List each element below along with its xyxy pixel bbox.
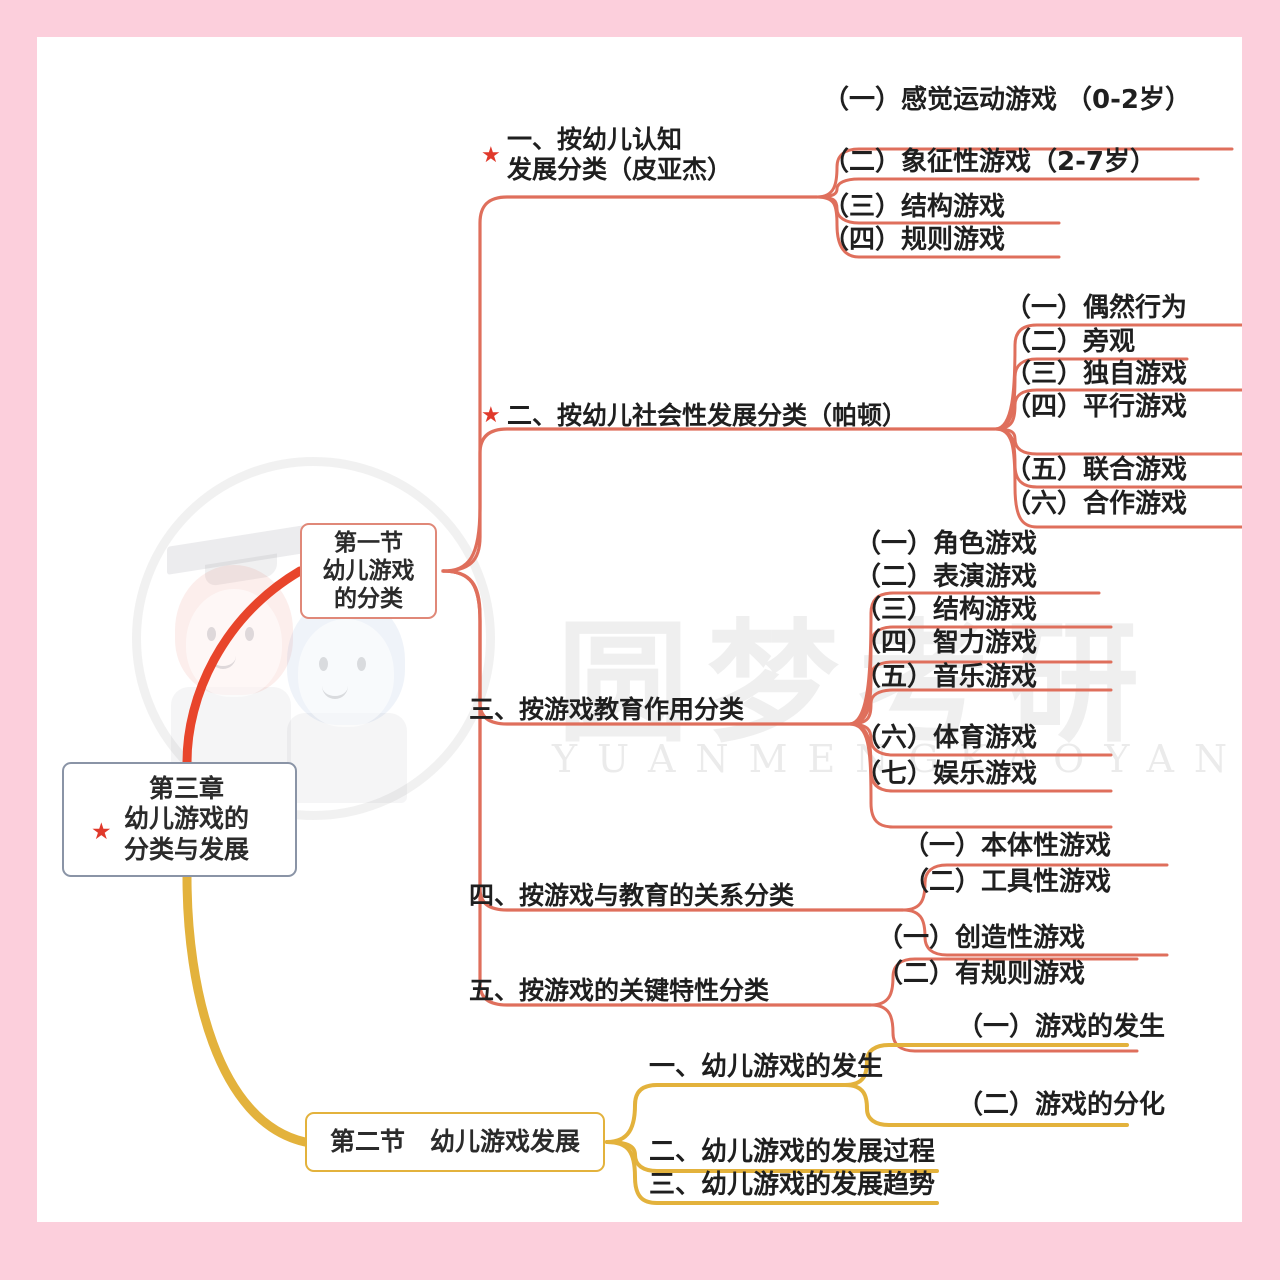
branch-label-s2-2[interactable]: 二、幼儿游戏的发展过程 [649,1137,936,1167]
leaf-label-s2b1-c1[interactable]: （一）游戏的发生 [957,1012,1166,1042]
leaf-label-b3-c3[interactable]: （三）结构游戏 [855,595,1038,625]
branch-label-s2-3[interactable]: 三、幼儿游戏的发展趋势 [649,1170,936,1200]
leaf-label-b1-c4[interactable]: （四）规则游戏 [823,225,1006,255]
section-node-1[interactable]: 第一节 幼儿游戏 的分类 [300,523,437,619]
leaf-label-b2-c6[interactable]: （六）合作游戏 [1005,489,1188,519]
leaf-label-b3-c2[interactable]: （二）表演游戏 [855,562,1038,592]
branch-label-s2-1[interactable]: 一、幼儿游戏的发生 [649,1052,884,1082]
connector-b2-c2 [993,357,1189,431]
branch-label-5[interactable]: 五、按游戏的关键特性分类 [469,976,770,1005]
connector-s1-branch2 [441,427,997,573]
leaf-label-b2-c2[interactable]: （二）旁观 [1005,327,1136,357]
branch-star-icon-2: ★ [481,403,501,428]
root-node-chapter3[interactable]: 第三章 幼儿游戏的 分类与发展 [62,762,297,877]
connector-root-to-section1 [182,566,305,767]
leaf-label-b3-c7[interactable]: （七）娱乐游戏 [855,759,1038,789]
connector-b3-c5 [847,722,1113,757]
leaf-label-b2-c3[interactable]: （三）独自游戏 [1005,359,1188,389]
branch-star-icon-1: ★ [481,143,501,168]
connector-s2-branch1 [605,1083,847,1144]
connector-b2-c3 [993,388,1242,431]
connector-b3-c2 [847,625,1113,726]
connector-b2-c6 [993,427,1242,529]
leaf-label-b1-c2[interactable]: （二）象征性游戏（2-7岁） [823,147,1156,177]
connector-b2-c1 [993,323,1242,431]
leaf-label-b5-c1[interactable]: （一）创造性游戏 [877,923,1086,953]
connector-b3-c7 [847,722,1113,829]
branch-label-4[interactable]: 四、按游戏与教育的关系分类 [469,881,795,910]
branch-label-3[interactable]: 三、按游戏教育作用分类 [469,695,745,724]
section-node-2[interactable]: 第二节 幼儿游戏发展 [305,1112,605,1172]
connector-b4-c1 [901,863,1169,912]
connector-b3-c1 [847,591,1101,726]
leaf-label-b2-c5[interactable]: （五）联合游戏 [1005,455,1188,485]
connector-b2-c4 [993,427,1242,456]
leaf-label-b3-c4[interactable]: （四）智力游戏 [855,628,1038,658]
connector-root-to-section2 [182,872,310,1147]
connector-s2-branch3 [605,1140,939,1205]
mindmap-canvas: 圆梦考研 YUANMENGKAOYAN [37,37,1242,1222]
branch-label-2[interactable]: 二、按幼儿社会性发展分类（帕顿） [507,401,908,430]
connector-b1-c1 [815,147,1234,199]
connector-s1-branch5 [441,569,873,1007]
leaf-label-b4-c2[interactable]: （二）工具性游戏 [903,867,1112,897]
connector-b4-c2 [901,908,1169,957]
leaf-label-b1-c1[interactable]: （一）感觉运动游戏 （0-2岁） [823,85,1192,115]
connector-s2b1-c1 [843,1043,1129,1087]
connector-b1-c2 [815,177,1200,199]
connector-b5-c2 [869,1003,1139,1053]
leaf-label-s2b1-c2[interactable]: （二）游戏的分化 [957,1090,1166,1120]
root-star-icon: ★ [91,819,112,845]
connector-s2b1-c2 [843,1083,1129,1127]
leaf-label-b3-c5[interactable]: （五）音乐游戏 [855,662,1038,692]
connector-layer [182,147,1242,1205]
connector-s1-branch4 [441,569,905,912]
connector-b5-c1 [869,957,1139,1007]
connector-b3-c3 [847,660,1113,726]
branch-label-1[interactable]: 一、按幼儿认知 发展分类（皮亚杰） [507,125,733,184]
connector-s1-branch1 [441,195,819,573]
leaf-label-b2-c1[interactable]: （一）偶然行为 [1005,293,1188,323]
leaf-label-b2-c4[interactable]: （四）平行游戏 [1005,392,1188,422]
leaf-label-b5-c2[interactable]: （二）有规则游戏 [877,959,1086,989]
leaf-label-b4-c1[interactable]: （一）本体性游戏 [903,831,1112,861]
connector-b1-c4 [815,195,1061,259]
connector-b3-c4 [847,688,1113,726]
leaf-label-b3-c1[interactable]: （一）角色游戏 [855,529,1038,559]
leaf-label-b3-c6[interactable]: （六）体育游戏 [855,723,1038,753]
leaf-label-b1-c3[interactable]: （三）结构游戏 [823,192,1006,222]
